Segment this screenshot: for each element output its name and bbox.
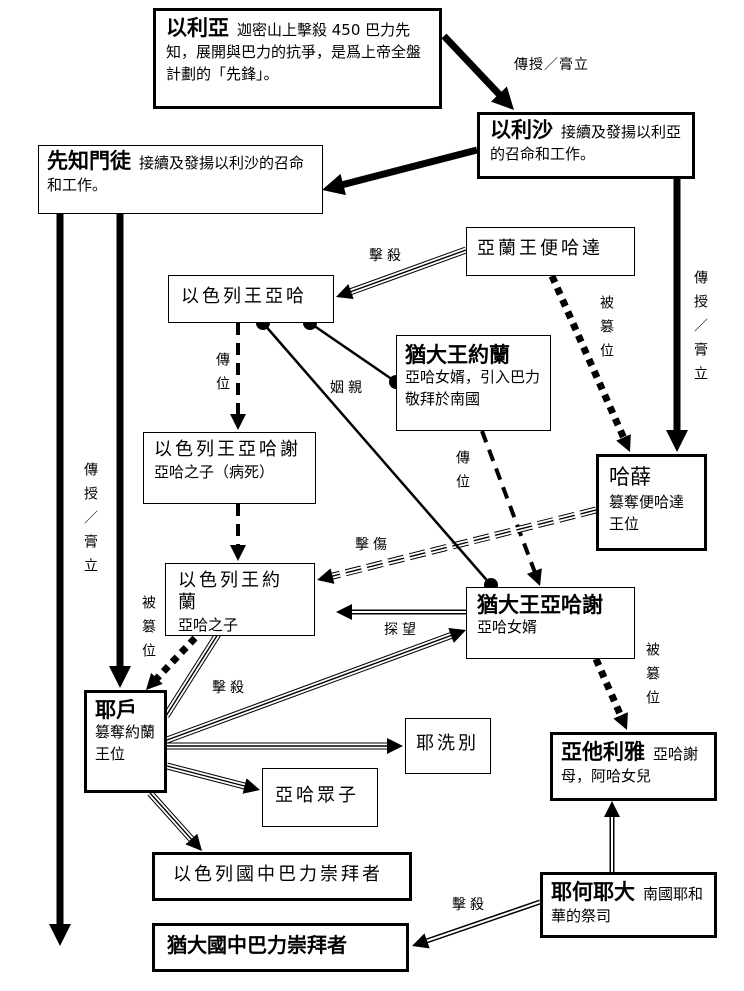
node-name: 以色列王亞哈謝 — [154, 439, 301, 460]
edge-benhadad-hazael — [548, 274, 631, 452]
edge-elijah-elisha — [441, 33, 514, 110]
label-hazael-joram: 擊傷 — [355, 537, 391, 553]
arrowhead-icon — [526, 568, 542, 586]
label-joram-jehu: 被篡位 — [140, 595, 156, 667]
node-jehu: 耶戶 篡奪約蘭王位 — [84, 690, 167, 793]
node-name: 耶戶 — [95, 698, 137, 722]
node-name: 亞哈眾子 — [275, 785, 359, 806]
node-name: 猶大王約蘭 — [405, 343, 510, 367]
label-benhadad-ahab: 擊殺 — [369, 248, 405, 264]
label-jehoiada-kill: 擊殺 — [452, 897, 488, 913]
label-benhadad-hazael: 被篡位 — [598, 295, 614, 367]
node-baal-judah: 猶大國中巴力崇拜者 — [152, 923, 409, 972]
node-name: 亞他利雅 — [561, 740, 645, 764]
label-disciples-jehu: 傳授／膏立 — [82, 462, 98, 582]
label-marriage: 姻親 — [330, 380, 366, 396]
label-ahaziah-athaliah: 被篡位 — [644, 642, 660, 714]
edge-jehu-joram — [163, 612, 232, 718]
label-visit: 探望 — [384, 622, 420, 638]
node-jehoram-judah: 猶大王約蘭 亞哈女婿，引入巴力敬拜於南國 — [396, 335, 551, 431]
node-desc: 迦密山上擊殺 450 巴力先知，展開與巴力的抗爭，是爲上帝全盤計劃的「先鋒」。 — [166, 21, 422, 83]
edge-jehoiada-baal-judah — [412, 899, 541, 949]
node-desc: 篡奪約蘭王位 — [95, 723, 156, 763]
node-name: 猶大王亞哈謝 — [477, 593, 603, 617]
node-desc: 亞哈女婿 — [477, 618, 538, 636]
node-ahaziah-judah: 猶大王亞哈謝 亞哈女婿 — [466, 587, 635, 659]
node-jehoiada: 耶何耶大南國耶和華的祭司 — [540, 872, 717, 938]
node-ahab-sons: 亞哈眾子 — [262, 768, 378, 827]
node-name: 耶何耶大 — [551, 880, 635, 904]
node-name: 先知門徒 — [47, 149, 131, 173]
node-name: 以利沙 — [490, 118, 553, 142]
edge-hazael-joram — [317, 506, 597, 584]
node-desc: 亞哈女婿，引入巴力敬拜於南國 — [405, 368, 541, 408]
edge-marriage-jehoram — [309, 321, 397, 384]
node-ahaziah-israel: 以色列王亞哈謝 亞哈之子（病死） — [143, 432, 316, 504]
edge-ahaziah-athaliah — [592, 657, 628, 730]
node-name: 以利亞 — [166, 16, 229, 40]
node-name: 以色列王亞哈 — [181, 286, 307, 307]
node-desc: 南國耶和華的祭司 — [551, 885, 704, 925]
arrowhead-icon — [490, 86, 514, 110]
node-desc: 接續及發揚以利沙的召命和工作。 — [47, 154, 305, 194]
node-desc: 篡奪便哈達王位 — [609, 493, 685, 533]
node-disciples: 先知門徒接續及發揚以利沙的召命和工作。 — [38, 145, 323, 214]
label-elijah-elisha: 傳授／膏立 — [514, 57, 589, 73]
node-elisha: 以利沙接續及發揚以利亞的召命和工作。 — [477, 112, 695, 179]
arrowhead-icon — [146, 672, 163, 690]
label-jehu-kill: 擊殺 — [212, 680, 248, 696]
edge-elisha-disciples — [322, 146, 478, 196]
node-desc: 接續及發揚以利亞的召命和工作。 — [490, 123, 682, 163]
edge-jehu-sons — [166, 762, 260, 794]
node-ahab: 以色列王亞哈 — [168, 275, 334, 323]
label-ahab-ahaziah: 傳位 — [214, 352, 230, 400]
node-benhadad: 亞蘭王便哈達 — [466, 227, 635, 276]
node-name: 以色列王約蘭 — [178, 570, 283, 613]
node-joram-israel: 以色列王約蘭 亞哈之子 — [165, 563, 315, 636]
node-elijah: 以利亞迦密山上擊殺 450 巴力先知，展開與巴力的抗爭，是爲上帝全盤計劃的「先鋒… — [153, 8, 442, 109]
node-desc: 亞哈之子（病死） — [154, 463, 275, 481]
edge-benhadad-ahab — [336, 246, 468, 300]
node-baal-israel: 以色列國中巴力崇拜者 — [152, 852, 412, 901]
node-name: 以色列國中巴力崇拜者 — [173, 864, 383, 885]
edge-joram-jehu — [146, 635, 198, 690]
label-elisha-hazael: 傳授／膏立 — [692, 270, 708, 390]
label-jehoram-ahaziah: 傳位 — [454, 450, 470, 498]
edge-jehu-baal-israel — [147, 790, 202, 851]
node-name: 哈薛 — [609, 465, 651, 489]
edge-jehu-ahaziah — [165, 628, 466, 744]
node-desc: 亞哈之子 — [178, 616, 239, 634]
edge-marriage-ahaziah — [262, 322, 492, 586]
node-name: 耶洗別 — [416, 733, 479, 754]
node-jezebel: 耶洗別 — [405, 718, 491, 774]
node-desc: 亞哈謝母，阿哈女兒 — [561, 745, 699, 785]
arrowhead-icon — [322, 173, 347, 196]
node-name: 猶大國中巴力崇拜者 — [167, 933, 347, 957]
edge-jehoram-ahaziah — [480, 430, 542, 586]
node-hazael: 哈薛 篡奪便哈達王位 — [596, 454, 707, 551]
node-athaliah: 亞他利雅亞哈謝母，阿哈女兒 — [550, 732, 717, 801]
node-name: 亞蘭王便哈達 — [477, 238, 603, 259]
